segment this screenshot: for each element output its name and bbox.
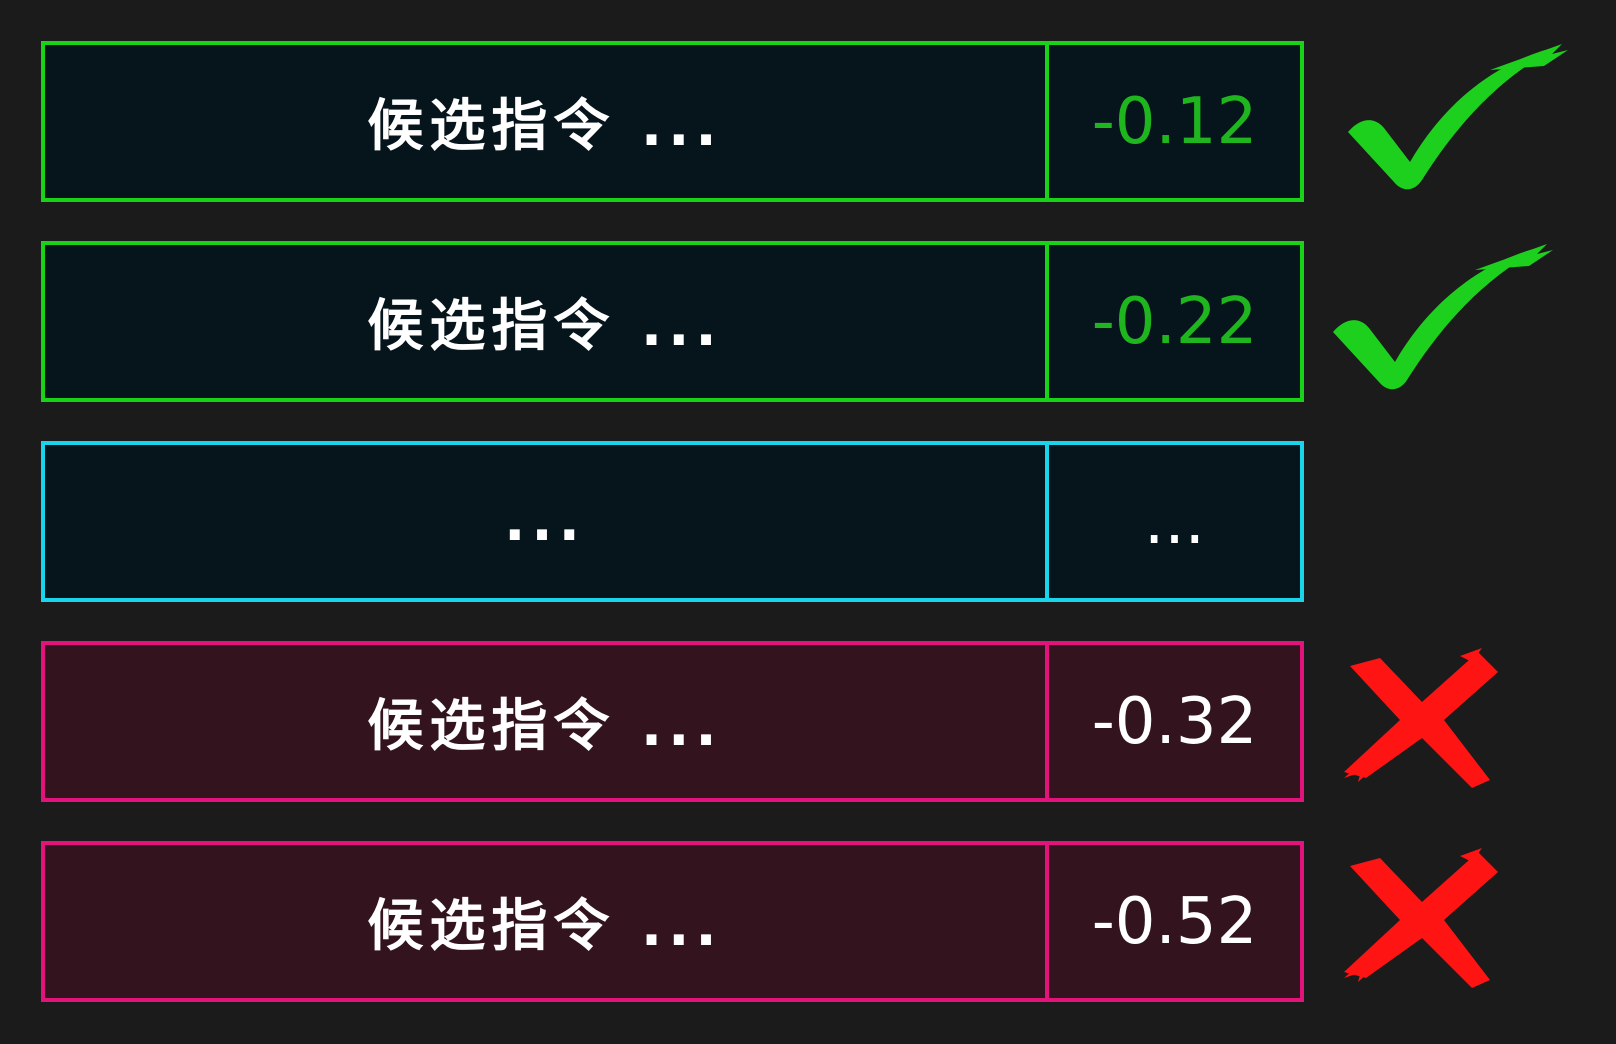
- candidate-text: 候选指令 ...: [367, 694, 723, 759]
- candidate-text: 候选指令 ...: [367, 94, 723, 159]
- candidate-score: -0.52: [1045, 845, 1300, 998]
- candidate-row-5: 候选指令 ... -0.52: [41, 841, 1304, 1002]
- check-icon: [1333, 244, 1553, 390]
- candidate-score: ...: [1045, 445, 1300, 598]
- candidate-score: -0.12: [1045, 45, 1300, 198]
- check-icon: [1348, 44, 1568, 190]
- candidate-row-1: 候选指令 ... -0.12: [41, 41, 1304, 202]
- cross-icon: [1344, 848, 1498, 988]
- candidate-text: ...: [504, 489, 586, 554]
- candidate-row-2: 候选指令 ... -0.22: [41, 241, 1304, 402]
- candidate-row-4: 候选指令 ... -0.32: [41, 641, 1304, 802]
- candidate-score: -0.32: [1045, 645, 1300, 798]
- candidate-text: 候选指令 ...: [367, 294, 723, 359]
- cross-icon: [1344, 648, 1498, 788]
- candidate-row-3: ... ...: [41, 441, 1304, 602]
- candidate-text: 候选指令 ...: [367, 894, 723, 959]
- candidate-score: -0.22: [1045, 245, 1300, 398]
